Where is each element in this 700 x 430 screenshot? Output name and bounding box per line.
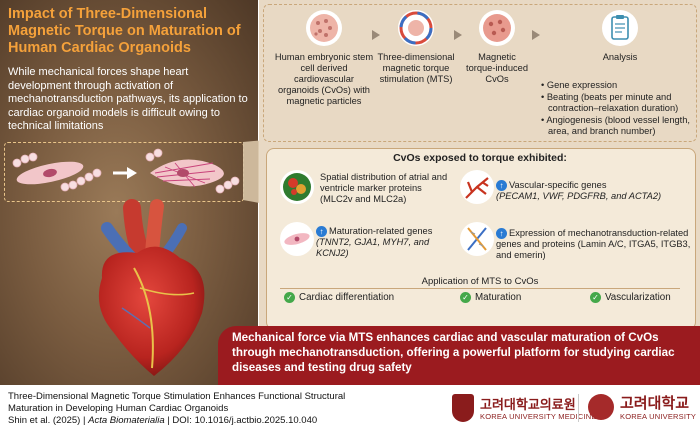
intro-text: While mechanical forces shape heart deve… (8, 66, 248, 132)
workflow-step-induced: Magnetic torque-induced CvOs (464, 10, 530, 85)
workflow-step-induced-label: Magnetic torque-induced CvOs (465, 52, 529, 84)
outcome-label: Cardiac differentiation (299, 292, 395, 303)
clipboard-icon (602, 10, 638, 46)
infographic-title: Impact of Three-Dimensional Magnetic Tor… (8, 6, 241, 56)
mts-application-title: Application of MTS to CvOs (421, 276, 539, 287)
mature-cell-icon (280, 222, 314, 256)
analysis-item: • Gene expression (541, 80, 618, 90)
footer (0, 385, 700, 430)
ku-seal-logo-icon (588, 394, 614, 420)
heart-illustration (98, 199, 205, 376)
marker-protein-icon (280, 170, 314, 204)
arrow-right-icon (454, 30, 462, 40)
paper-title: Three-Dimensional Magnetic Torque Stimul… (8, 391, 346, 414)
check-icon: ✓ (460, 292, 471, 303)
finding-maturation-genes: ↑Maturation-related genes (TNNT2, GJA1, … (316, 226, 452, 259)
induced-organoid-icon (479, 10, 515, 46)
ku-medicine-logo-korean: 고려대학교의료원 (480, 397, 576, 412)
check-icon: ✓ (590, 292, 601, 303)
findings-title: CvOs exposed to torque exhibited: (393, 152, 567, 164)
workflow-step-analysis-label: Analysis (602, 52, 638, 62)
workflow-step-mts-label: Three-dimensional magnetic torque stimul… (377, 52, 455, 84)
workflow-step-analysis: Analysis (570, 10, 670, 63)
finding-vascular-genes: ↑Vascular-specific genes (PECAM1, VWF, P… (496, 180, 692, 202)
maturation-genes-label: Maturation-related genes (329, 226, 433, 236)
outcome-cardiac-differentiation: ✓ Cardiac differentiation (284, 292, 394, 303)
vascular-genes-list: (PECAM1, VWF, PDGFRB, and ACTA2) (496, 191, 662, 202)
workflow-step-cvos-label: Human embryonic stem cell derived cardio… (274, 52, 374, 106)
check-icon: ✓ (284, 292, 295, 303)
analysis-item: • Beating (beats per minute and contract… (541, 92, 679, 113)
arrow-right-icon (372, 30, 380, 40)
divider (280, 288, 680, 289)
citation-doi: | DOI: 10.1016/j.actbio.2025.10.040 (167, 415, 318, 426)
analysis-list: • Gene expression • Beating (beats per m… (540, 80, 698, 138)
cell-stretch-illustration (12, 148, 240, 194)
ku-logo-english: KOREA UNIVERSITY (620, 412, 697, 421)
workflow-step-mts: Three-dimensional magnetic torque stimul… (376, 10, 456, 85)
outcome-label: Vascularization (605, 292, 671, 303)
ku-medicine-logo-icon (452, 394, 474, 422)
outcome-maturation: ✓ Maturation (460, 292, 521, 303)
maturation-genes-list: (TNNT2, GJA1, MYH7, and KCNJ2) (316, 237, 430, 259)
cell-illustration-box (4, 142, 244, 202)
citation-authors: Shin et al. (2025) | (8, 415, 86, 426)
dna-icon (460, 222, 494, 256)
ku-logo-korean: 고려대학교 (620, 395, 690, 412)
finding-marker-proteins: Spatial distribution of atrial and ventr… (320, 172, 448, 204)
up-arrow-icon: ↑ (496, 180, 507, 192)
conclusion-text: Mechanical force via MTS enhances cardia… (232, 331, 675, 374)
citation-journal: Acta Biomaterialia (88, 415, 165, 426)
blood-vessel-icon (460, 170, 494, 204)
magnetic-torque-icon (398, 10, 434, 46)
arrow-right-icon (532, 30, 540, 40)
vascular-genes-label: Vascular-specific genes (509, 180, 607, 190)
mechanotransduction-text: Expression of mechanotransduction-relate… (496, 228, 691, 261)
organoid-icon (306, 10, 342, 46)
finding-mechanotransduction: ↑Expression of mechanotransduction-relat… (496, 228, 692, 261)
up-arrow-icon: ↑ (316, 226, 327, 238)
outcome-label: Maturation (475, 292, 522, 303)
outcome-vascularization: ✓ Vascularization (590, 292, 671, 303)
workflow-box (263, 4, 697, 142)
up-arrow-icon: ↑ (496, 228, 507, 240)
workflow-step-cvos: Human embryonic stem cell derived cardio… (274, 10, 374, 107)
analysis-item: • Angiogenesis (blood vessel length, are… (541, 115, 691, 136)
conclusion-banner (218, 326, 700, 385)
ku-medicine-logo-english: KOREA UNIVERSITY MEDICINE (480, 412, 597, 421)
citation-line: Shin et al. (2025) | Acta Biomaterialia … (8, 415, 317, 426)
logo-divider (578, 394, 579, 422)
